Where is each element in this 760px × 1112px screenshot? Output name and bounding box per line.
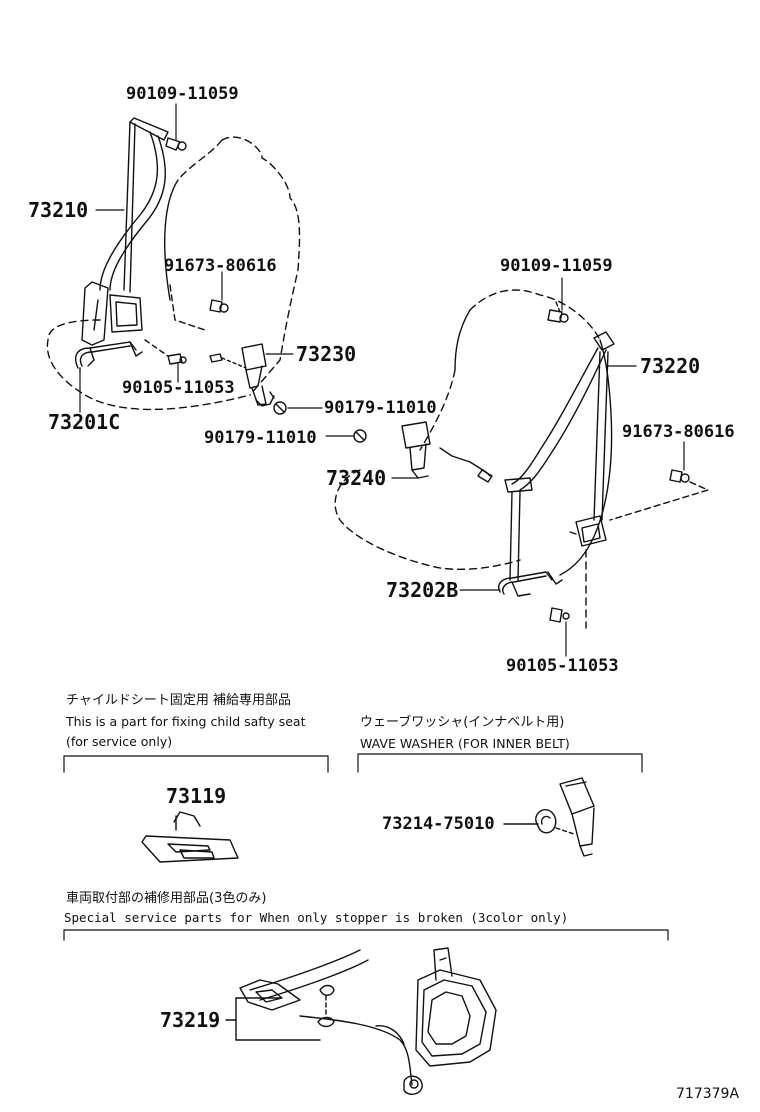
bolt-91673-left	[169, 284, 229, 331]
bolt-91673-right	[609, 469, 709, 521]
label-73202b: 73202B	[386, 578, 459, 602]
leader-lines	[79, 103, 685, 657]
label-90179-11010-right: 90179-11010	[324, 398, 437, 418]
note-brackets	[63, 753, 669, 941]
buckle-73240	[401, 421, 493, 483]
note-stopper-en: Special service parts for When only stop…	[64, 910, 569, 925]
right-belt-assembly	[504, 331, 615, 581]
label-73210: 73210	[28, 198, 89, 222]
right-seat-solid	[454, 309, 613, 576]
bolt-90109-left	[165, 137, 187, 151]
label-90105-11053-left: 90105-11053	[122, 378, 235, 398]
wave-washer-73214	[503, 777, 595, 857]
anchor-wire-73201c	[74, 341, 143, 373]
label-90109-11059-top: 90109-11059	[126, 84, 239, 104]
label-73214-75010: 73214-75010	[382, 814, 495, 834]
label-73240: 73240	[326, 466, 387, 490]
child-seat-plate-73119	[141, 811, 239, 863]
label-91673-80616-right: 91673-80616	[622, 422, 735, 442]
nut-90179-lower	[353, 429, 367, 443]
label-73119: 73119	[166, 784, 227, 808]
left-seat-outline	[46, 136, 301, 411]
label-90105-11053-right: 90105-11053	[506, 656, 619, 676]
label-91673-80616-left: 91673-80616	[164, 256, 277, 276]
note-child-seat-jp: チャイルドシート固定用 補給専用部品	[66, 693, 292, 708]
nut-90179-upper	[273, 401, 287, 415]
stopper-detail-73219	[225, 947, 497, 1095]
anchor-wire-73202b	[498, 571, 563, 597]
label-90109-11059-right: 90109-11059	[500, 256, 613, 276]
bolt-90109-right	[547, 301, 569, 323]
label-73201c: 73201C	[48, 410, 121, 434]
buckle-73230	[209, 343, 275, 407]
note-child-seat-en-2: (for service only)	[66, 734, 173, 749]
note-washer-en: WAVE WASHER (FOR INNER BELT)	[360, 736, 570, 751]
left-belt-assembly	[81, 117, 169, 346]
label-73220: 73220	[640, 354, 701, 378]
right-seat-outline	[334, 289, 601, 570]
label-90179-11010-left: 90179-11010	[204, 428, 317, 448]
label-73230: 73230	[296, 342, 357, 366]
bolt-90105-right	[549, 549, 587, 629]
bolt-90105-left	[144, 339, 187, 365]
label-73219: 73219	[160, 1008, 221, 1032]
figure-id: 717379A	[676, 1086, 740, 1102]
note-stopper-jp: 車両取付部の補修用部品(3色のみ)	[66, 891, 267, 906]
left-seat-solid	[164, 179, 179, 301]
note-child-seat-en-1: This is a part for fixing child safty se…	[66, 714, 306, 729]
note-washer-jp: ウェーブワッシャ(インナベルト用)	[360, 715, 565, 730]
